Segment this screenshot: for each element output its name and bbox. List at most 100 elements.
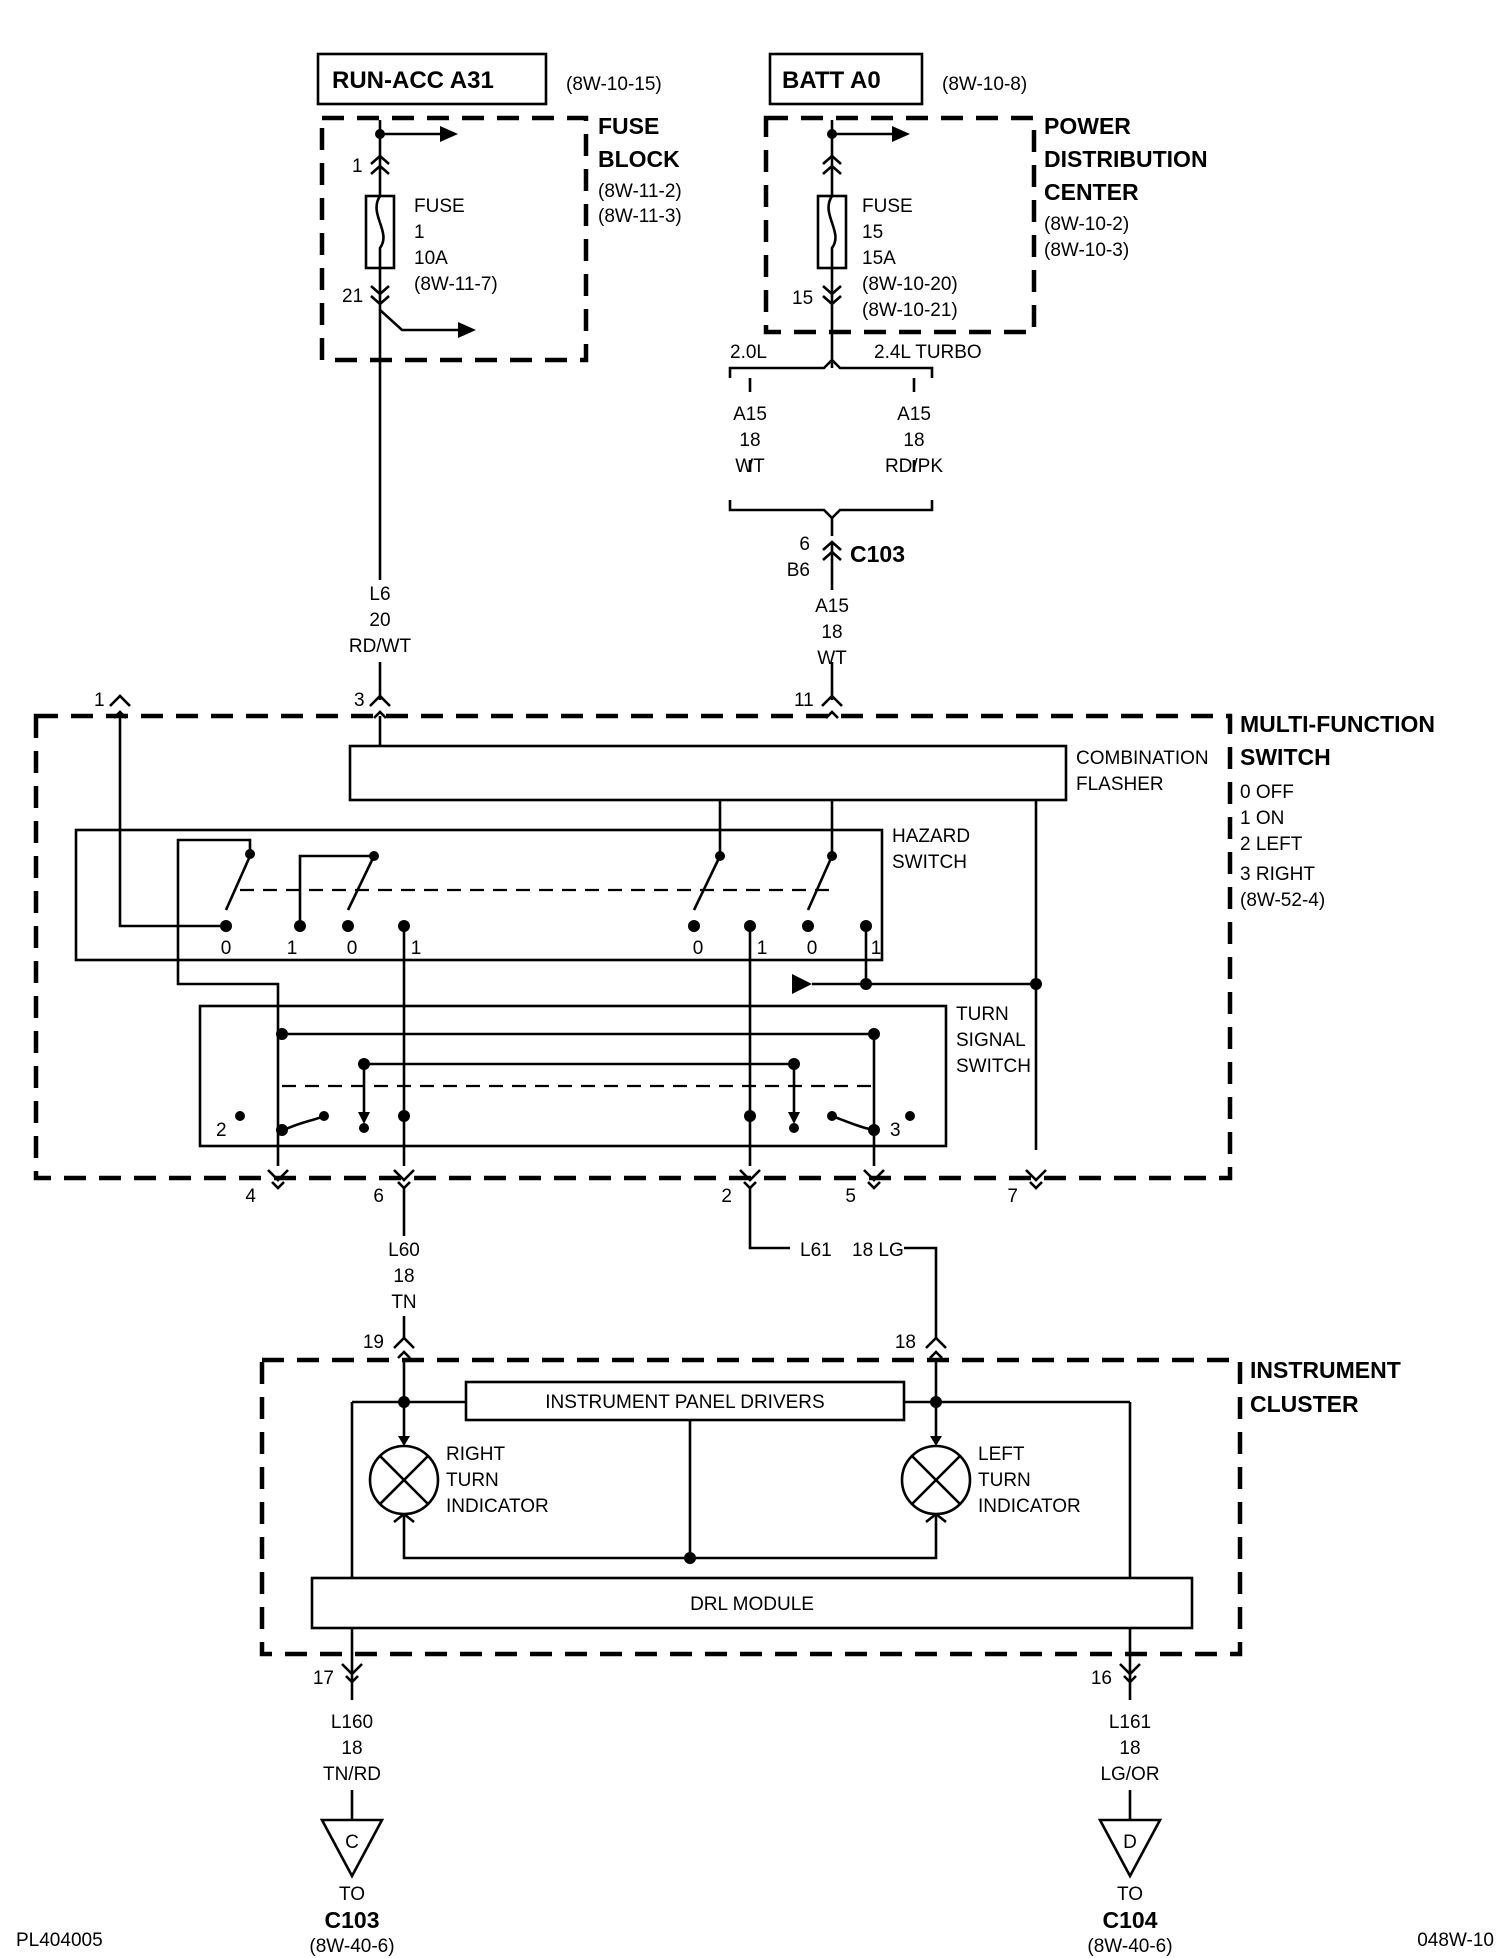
wire-l6-color: RD/WT (349, 636, 412, 657)
wire-l161-circuit: L161 (1109, 1712, 1151, 1733)
fuse-15-label-2: 15 (862, 222, 883, 243)
engine-option-splice (728, 358, 934, 536)
turn-label-3: SWITCH (956, 1056, 1031, 1077)
turn-label-2: SIGNAL (956, 1030, 1026, 1051)
terminal-d-ref: (8W-40-6) (1087, 1936, 1172, 1957)
pdc-pin-out: 15 (792, 288, 813, 309)
fuse-15-label-4: (8W-10-20) (862, 274, 958, 295)
terminal-c-letter: C (345, 1832, 359, 1853)
wire-l61 (748, 1188, 938, 1338)
turn-signal-contacts (235, 1028, 915, 1166)
mfs-pin-11: 11 (794, 690, 814, 711)
fuse-15-label-5: (8W-10-21) (862, 300, 958, 321)
run-acc-label: RUN-ACC A31 (332, 67, 494, 94)
cluster-title-1: INSTRUMENT (1250, 1357, 1401, 1383)
cluster-internal-wiring (350, 1358, 1132, 1578)
wire-a15-circuit: A15 (815, 596, 849, 617)
right-turn-label-1: RIGHT (446, 1444, 506, 1465)
option-left-wire-3: WT (735, 456, 765, 477)
fuse-1-label-3: 10A (414, 248, 448, 269)
left-turn-label-1: LEFT (978, 1444, 1025, 1465)
cluster-pin-17: 17 (313, 1668, 334, 1689)
cluster-pin-19: 19 (363, 1332, 384, 1353)
mfs-input-connectors (109, 662, 843, 719)
turn-signal-switch (198, 1004, 948, 1148)
mfs-pin-1: 1 (94, 690, 105, 711)
wire-l6-gauge: 20 (369, 610, 390, 631)
left-turn-indicator-lamp (900, 1444, 972, 1516)
drl-module (310, 1576, 1194, 1630)
c103-pin-b: B6 (787, 560, 810, 581)
cluster-pin-18: 18 (895, 1332, 916, 1353)
fuse-block-ref-1: (8W-11-2) (598, 181, 682, 202)
hazard-pos-b1: 1 (411, 938, 422, 959)
wire-l61-gauge: 18 LG (852, 1240, 904, 1261)
hazard-switch-contacts (118, 716, 1042, 1166)
right-turn-label-3: INDICATOR (446, 1496, 549, 1517)
cluster-title-2: CLUSTER (1250, 1391, 1359, 1417)
mfs-pin-4: 4 (245, 1186, 256, 1207)
cluster-boundary (259, 1357, 1243, 1657)
pdc-title-3: CENTER (1044, 179, 1139, 205)
wire-a15-color: WT (817, 648, 847, 669)
turn-pos-left: 2 (216, 1120, 227, 1141)
fuse-block-title-2: BLOCK (598, 146, 680, 172)
hazard-pos-c0: 0 (693, 938, 704, 959)
pdc-ref-1: (8W-10-2) (1044, 214, 1129, 235)
turn-label-1: TURN (956, 1004, 1009, 1025)
option-right-label: 2.4L TURBO (874, 342, 982, 363)
wire-l60-gauge: 18 (393, 1266, 414, 1287)
wire-l160-circuit: L160 (331, 1712, 373, 1733)
wire-l161-color: LG/OR (1100, 1764, 1159, 1785)
terminal-c-to: TO (339, 1884, 365, 1905)
fuse-1-label-2: 1 (414, 222, 425, 243)
left-turn-label-3: INDICATOR (978, 1496, 1081, 1517)
run-acc-ref: (8W-10-15) (566, 74, 662, 95)
mfs-legend-5: (8W-52-4) (1240, 890, 1325, 911)
mfs-boundary (33, 713, 1233, 1181)
mfs-legend-2: 1 ON (1240, 808, 1284, 829)
fuse-15-circuit (816, 120, 910, 368)
mfs-legend-4: 3 RIGHT (1240, 864, 1315, 885)
mfs-pin-3: 3 (354, 690, 365, 711)
cluster-pin-16: 16 (1091, 1668, 1112, 1689)
pdc-ref-2: (8W-10-3) (1044, 240, 1129, 261)
mfs-title-1: MULTI-FUNCTION (1240, 711, 1435, 737)
pdc-title-2: DISTRIBUTION (1044, 146, 1208, 172)
pdc-boundary (763, 115, 1037, 335)
drl-label: DRL MODULE (690, 1594, 814, 1615)
wire-l60-circuit: L60 (388, 1240, 420, 1261)
wire-a15-gauge: 18 (821, 622, 842, 643)
left-turn-label-2: TURN (978, 1470, 1031, 1491)
mfs-pin-5: 5 (845, 1186, 856, 1207)
fuse-block-ref-2: (8W-11-3) (598, 206, 682, 227)
drivers-label: INSTRUMENT PANEL DRIVERS (545, 1392, 824, 1413)
hazard-switch (74, 828, 884, 962)
wire-l160-color: TN/RD (323, 1764, 381, 1785)
right-turn-label-2: TURN (446, 1470, 499, 1491)
fuse-15-label-1: FUSE (862, 196, 913, 217)
hazard-pos-d1: 1 (871, 938, 882, 959)
cluster-input-connectors (393, 1336, 947, 1359)
wire-l161-gauge: 18 (1119, 1738, 1140, 1759)
wire-l61-circuit: L61 (800, 1240, 832, 1261)
mfs-pin-2: 2 (721, 1186, 732, 1207)
wire-l160-gauge: 18 (341, 1738, 362, 1759)
terminal-d-conn: C104 (1103, 1907, 1158, 1933)
fuse-block-pin-out: 21 (342, 286, 363, 307)
fuse-1-circuit (364, 120, 476, 338)
mfs-pin-7: 7 (1007, 1186, 1018, 1207)
option-right-wire-2: 18 (903, 430, 924, 451)
hazard-pos-c1: 1 (757, 938, 768, 959)
flasher-label-1: COMBINATION (1076, 748, 1209, 769)
hazard-pos-b0: 0 (347, 938, 358, 959)
hazard-pos-a1: 1 (287, 938, 298, 959)
c103-connector (822, 540, 842, 590)
right-turn-indicator-lamp (368, 1444, 440, 1516)
c103-pin-a: 6 (799, 534, 810, 555)
fuse-block-title-1: FUSE (598, 113, 659, 139)
option-left-label: 2.0L (730, 342, 767, 363)
pdc-title-1: POWER (1044, 113, 1131, 139)
mfs-legend-3: 2 LEFT (1240, 834, 1303, 855)
